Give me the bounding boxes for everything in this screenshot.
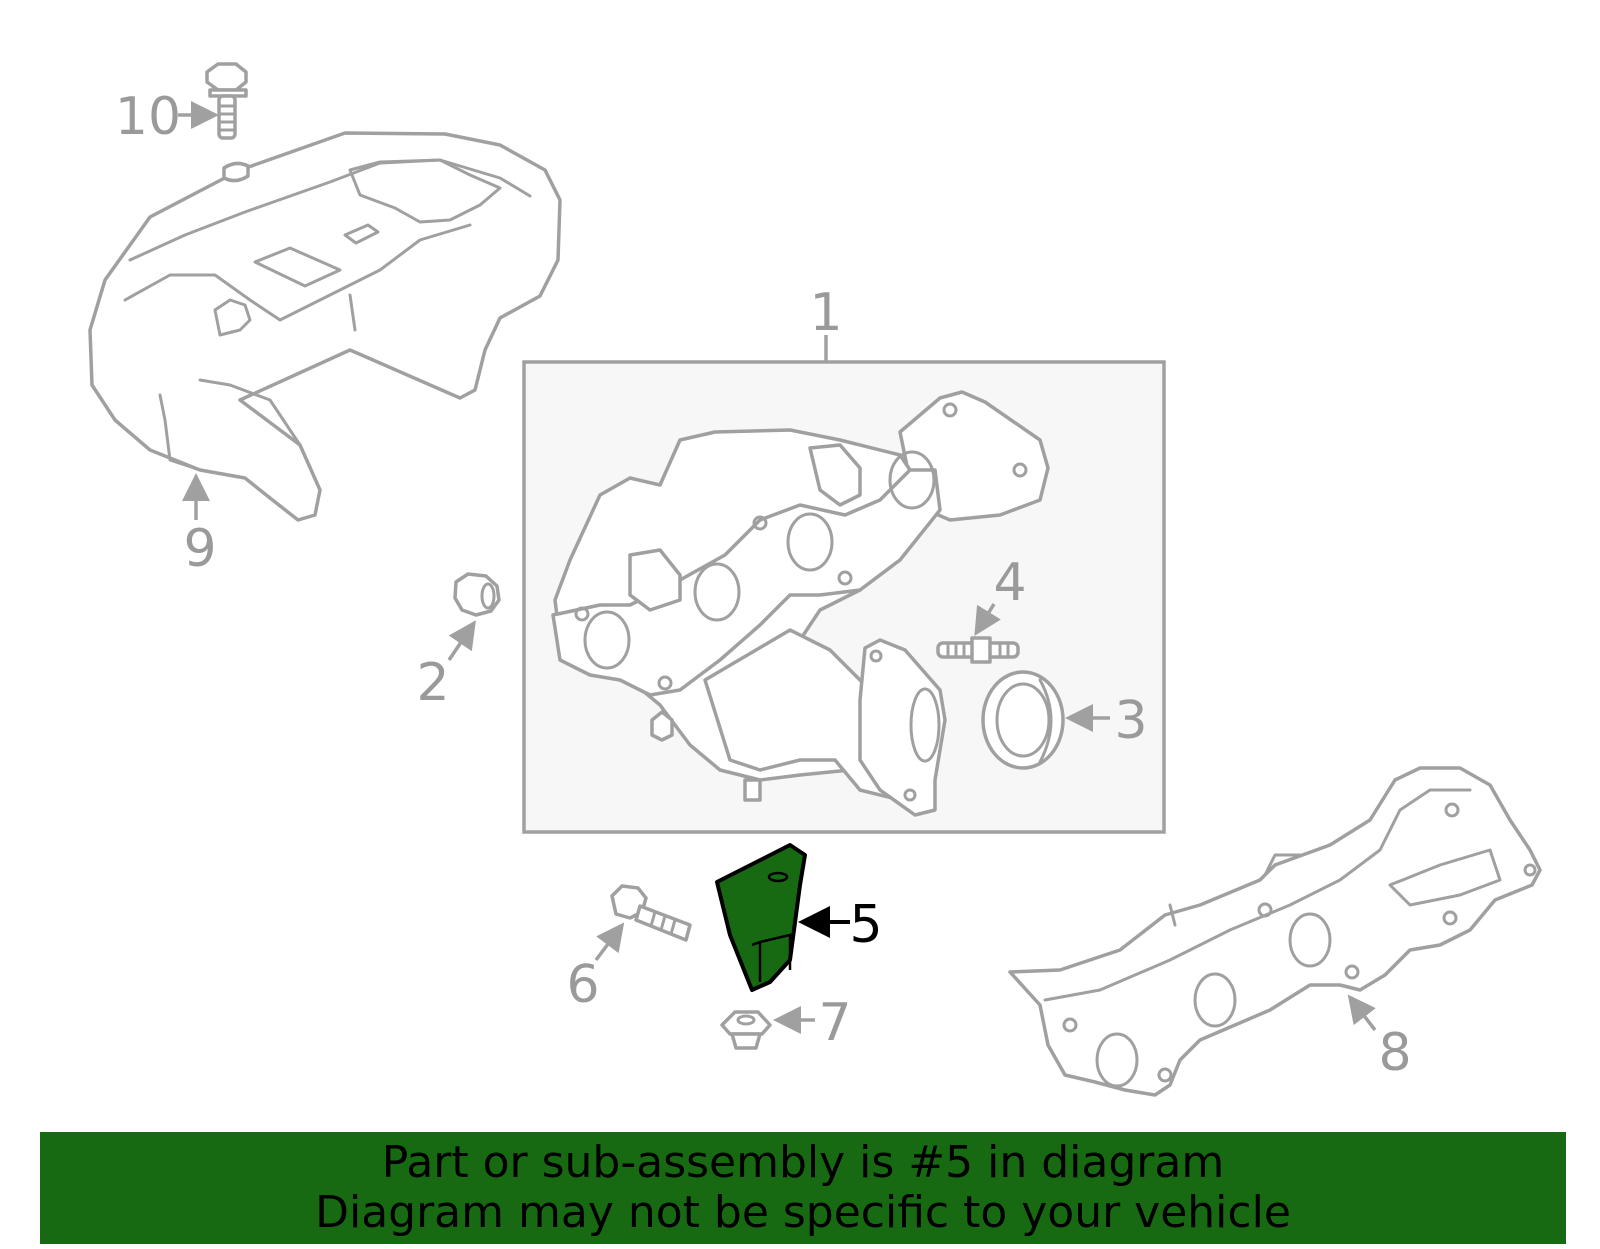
part-4-stud[interactable]: 4: [936, 553, 1027, 664]
callout-4-label: 4: [993, 553, 1026, 613]
callout-1-label: 1: [809, 283, 842, 343]
part-8-lower-heat-shield[interactable]: 8: [1008, 766, 1542, 1097]
part-6-bolt[interactable]: 6: [566, 884, 692, 1015]
part-5-bracket[interactable]: 5: [715, 843, 883, 992]
footer-banner: Part or sub-assembly is #5 in diagram Di…: [40, 1132, 1566, 1244]
callout-10: 10: [115, 87, 219, 147]
callout-9: 9: [182, 473, 217, 579]
callout-9-label: 9: [183, 519, 216, 579]
part-10-bolt[interactable]: [205, 62, 248, 140]
callout-1: 1: [809, 283, 842, 343]
callout-5-label: 5: [849, 895, 882, 955]
part-3-gasket-ring[interactable]: 3: [981, 670, 1148, 770]
footer-line-2: Diagram may not be specific to your vehi…: [315, 1187, 1291, 1238]
part-2-nut[interactable]: 2: [416, 572, 501, 713]
callout-8-label: 8: [1378, 1023, 1411, 1083]
callout-6-label: 6: [566, 955, 599, 1015]
footer-line-1: Part or sub-assembly is #5 in diagram: [381, 1137, 1225, 1188]
part-1-exhaust-manifold[interactable]: [551, 390, 1050, 817]
part-9-heat-shield[interactable]: [88, 131, 562, 522]
callout-2-label: 2: [416, 653, 449, 713]
callout-7-label: 7: [818, 993, 851, 1053]
part-7-flange-nut[interactable]: 7: [720, 993, 852, 1053]
callout-3-label: 3: [1114, 691, 1147, 751]
callout-10-label: 10: [115, 87, 181, 147]
